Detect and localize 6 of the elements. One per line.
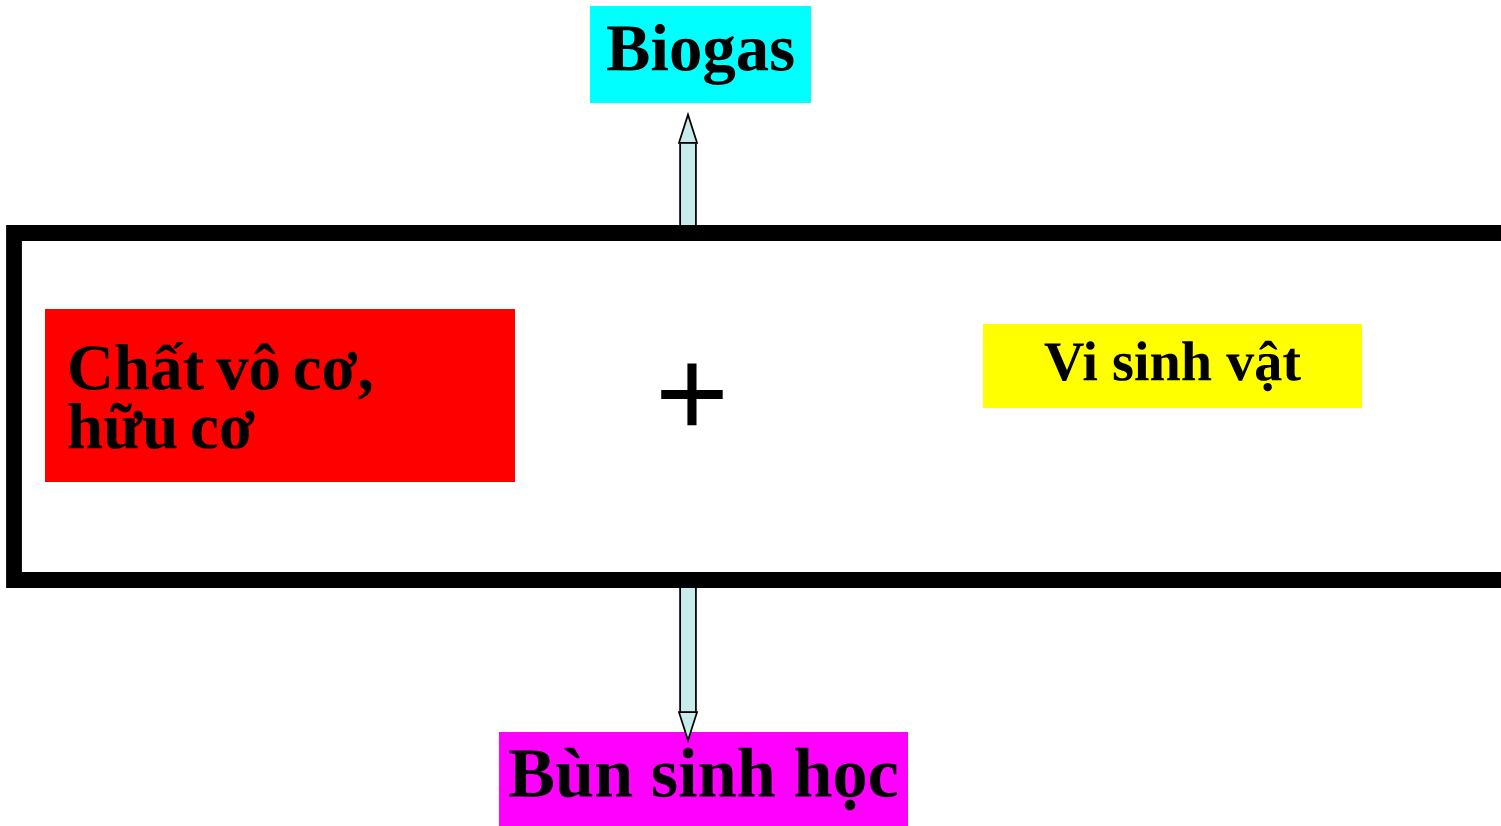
output-box: Biogas — [590, 6, 811, 103]
container-box — [6, 225, 1501, 588]
output-box: Bùn sinh học — [499, 732, 908, 826]
plus-sign: + — [661, 363, 723, 426]
input-box: Vi sinh vật — [983, 324, 1362, 408]
input-box: Chất vô cơ, hữu cơ — [45, 309, 515, 482]
